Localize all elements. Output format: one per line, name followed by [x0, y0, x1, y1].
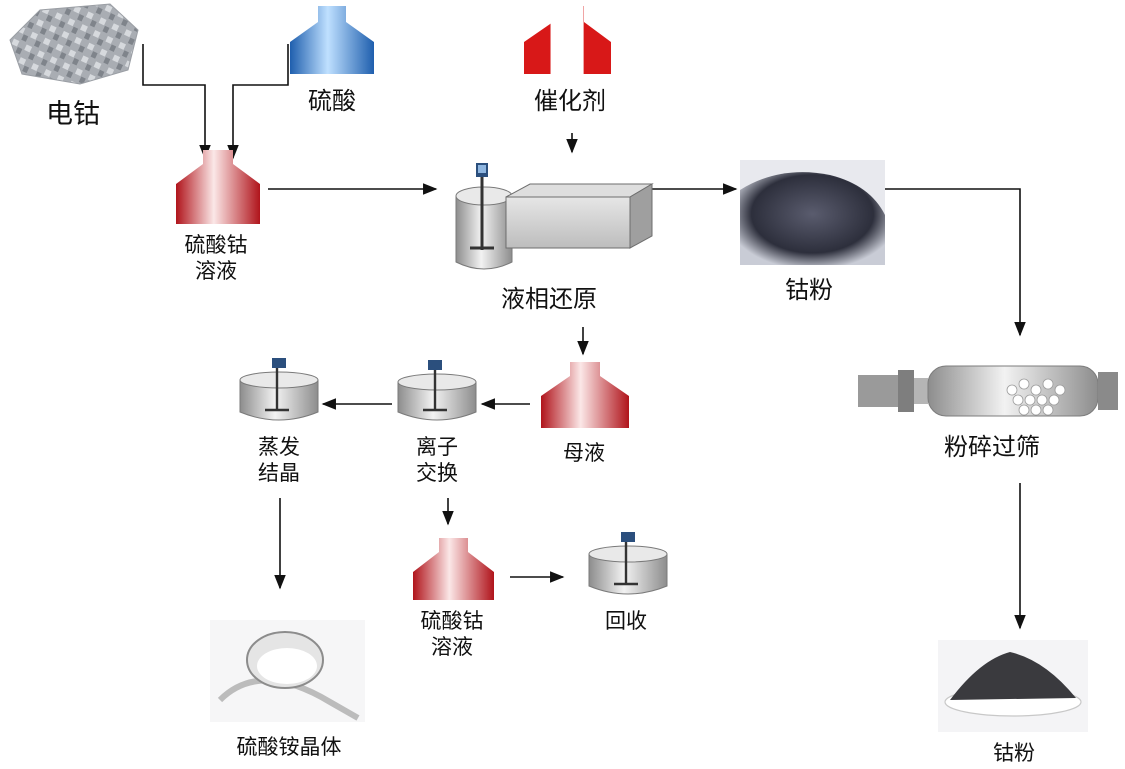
label-cobalt-sulfate-solution: 硫酸钴 溶液 — [184, 233, 248, 284]
arrow-cobalt-to-solution — [142, 44, 211, 160]
spoon-crystals-icon — [210, 620, 365, 722]
stirred-vessel-icon — [588, 532, 668, 595]
ball-mill-icon — [858, 365, 1118, 417]
label-sulfuric-acid: 硫酸 — [308, 87, 356, 115]
metal-flakes-icon — [9, 3, 139, 85]
reactor-with-stirrer-icon — [455, 163, 654, 270]
red-tank-icon — [176, 150, 260, 224]
arrow-acid-to-solution — [227, 44, 289, 160]
label-cobalt-sulfate-solution-2: 硫酸钴 溶液 — [420, 609, 484, 660]
red-white-tank-icon — [524, 6, 611, 74]
label-liquid-phase-reduction: 液相还原 — [501, 285, 597, 313]
connectors — [142, 44, 1026, 630]
red-tank-icon — [413, 538, 494, 600]
label-recovery: 回收 — [605, 609, 647, 633]
blue-tank-icon — [290, 6, 374, 74]
label-cobalt-powder-final: 钴粉 — [993, 741, 1035, 765]
label-cobalt-metal: 电钴 — [46, 99, 100, 130]
stirred-vessel-icon — [397, 360, 477, 421]
powder-dish-icon — [938, 640, 1088, 732]
stirred-vessel-icon — [239, 358, 319, 421]
arrow-powder-to-mill — [885, 188, 1026, 337]
label-evaporation-crystallization: 蒸发 结晶 — [258, 435, 300, 486]
label-mother-liquor: 母液 — [563, 441, 605, 465]
label-cobalt-powder: 钴粉 — [785, 276, 833, 304]
powder-pile-icon — [740, 160, 885, 265]
label-catalyst: 催化剂 — [534, 87, 606, 115]
label-crush-sieve: 粉碎过筛 — [944, 433, 1040, 461]
label-ion-exchange: 离子 交换 — [416, 435, 458, 486]
label-ammonium-sulfate-crystal: 硫酸铵晶体 — [236, 735, 342, 759]
red-tank-icon — [541, 362, 629, 428]
